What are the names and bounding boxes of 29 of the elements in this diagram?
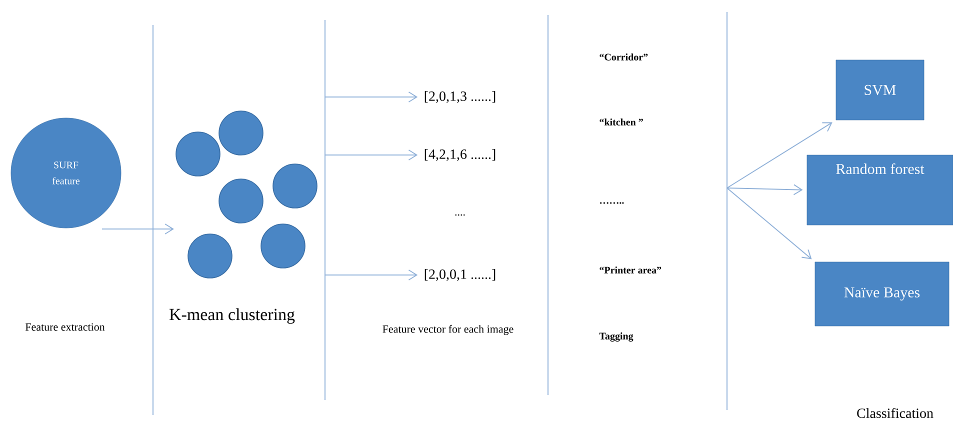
tag-label: “Corridor”	[600, 53, 648, 60]
arrow	[324, 270, 418, 280]
tag-label: Tagging	[599, 332, 634, 342]
cluster-circle	[176, 132, 220, 176]
cluster-circle	[260, 224, 306, 268]
stage-label: K-mean clustering	[169, 308, 295, 324]
stage-label: Classification	[857, 408, 934, 418]
cluster-circle	[188, 234, 232, 278]
arrow	[324, 150, 418, 160]
stage-label: Feature extraction	[25, 323, 105, 331]
classifier-box: Random forest	[806, 154, 953, 226]
arrow	[726, 122, 832, 188]
stage-label: Feature vector for each image	[382, 324, 514, 336]
ellipsis: ……..	[600, 202, 624, 204]
feature-vector: [2,0,1,3 ......]	[424, 91, 496, 103]
tag-label: “Printer area”	[600, 266, 662, 274]
cluster-circle	[218, 178, 264, 224]
cluster-circle	[218, 110, 264, 156]
arrow	[726, 184, 803, 196]
classifier-box: Naïve Bayes	[814, 262, 950, 326]
tag-label: “kitchen ”	[600, 118, 643, 126]
ellipsis: ....	[455, 214, 465, 216]
classifier-box: SVM	[836, 60, 924, 120]
feature-vector: [4,2,1,6 ......]	[424, 149, 496, 161]
feature-vector: [2,0,0,1 ......]	[424, 269, 496, 281]
arrow	[324, 92, 418, 102]
arrow	[102, 224, 174, 234]
cluster-circle	[272, 164, 318, 208]
arrow	[726, 188, 812, 260]
